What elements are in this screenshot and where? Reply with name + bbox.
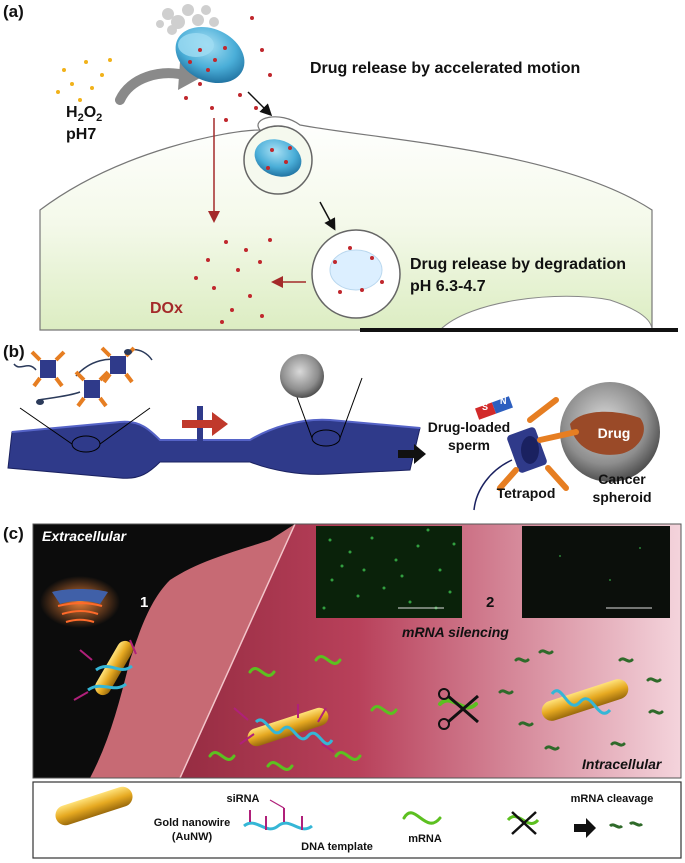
nanowire-intracellular [233, 704, 335, 753]
step-1-label: 1 [140, 594, 149, 611]
drug-label: Drug [597, 425, 631, 441]
mrna-strands [208, 655, 398, 771]
accelerated-motion-label: Drug release by accelerated motion [310, 60, 581, 77]
legend-mrna-icon [402, 811, 442, 825]
magnet-s-label: S [482, 402, 489, 412]
tetrapod-sperm [473, 396, 579, 511]
nanowire-silencing [541, 679, 629, 721]
legend-cleavage-icon [506, 811, 644, 838]
dox-dots [194, 238, 272, 324]
micromotor-free [175, 26, 245, 84]
h2o2-label: H2O2 [66, 104, 103, 125]
legend-dna-template-label: DNA template [301, 841, 373, 853]
panel-c-label: (c) [3, 524, 24, 543]
dox-label: DOx [150, 300, 183, 317]
next-step-arrow [398, 444, 426, 464]
flow-arrow [182, 412, 228, 436]
h2o2-molecules [56, 58, 112, 102]
legend-cleavage-label: mRNA cleavage [570, 793, 654, 805]
step-2-label: 2 [486, 594, 495, 611]
fuel-arrow [115, 68, 193, 105]
magnet-n-label: N [500, 396, 507, 406]
drug-loaded-label: Drug-loaded sperm [427, 419, 511, 453]
panel-b-label: (b) [3, 342, 25, 361]
cleaved-fragments [498, 649, 664, 751]
trafficking-arrow [319, 201, 336, 231]
bubble-trail [156, 4, 219, 35]
panel-a-label: (a) [3, 2, 24, 21]
lysosome-vesicle [311, 229, 401, 319]
uptake-arrow [247, 91, 273, 117]
endocytic-vesicle [243, 125, 313, 195]
legend-gold-nanowire-label: Gold nanowire (AuNW) [153, 817, 231, 843]
degradation-ph-label: pH 6.3-4.7 [410, 278, 486, 295]
legend-sirna-label: siRNA [226, 793, 260, 805]
intracellular-label: Intracellular [582, 756, 662, 772]
light-source [40, 576, 120, 628]
spheroid-small [280, 354, 324, 398]
sperm-hybrids [13, 346, 153, 408]
extracellular-label: Extracellular [42, 528, 127, 544]
legend-sirna-dna-icon [243, 799, 313, 831]
scissors-cleavage [438, 688, 479, 730]
tetrapod-label: Tetrapod [496, 485, 556, 501]
nanowire-entering [73, 639, 137, 701]
degradation-label: Drug release by degradation [410, 256, 627, 273]
ph7-label: pH7 [66, 126, 97, 143]
legend-mrna-label: mRNA [408, 833, 442, 845]
fluorescence-image-after [522, 526, 670, 618]
cell-membrane [39, 116, 678, 332]
legend-box [32, 781, 682, 859]
fluorescence-image-before [316, 526, 462, 618]
legend-gold-nanowire-icon [55, 786, 133, 826]
cancer-spheroid-label: Cancer spheroid [592, 471, 652, 505]
mrna-silencing-label: mRNA silencing [402, 624, 509, 640]
released-drug-dots [184, 16, 272, 122]
microfluidic-chip [7, 377, 421, 479]
cancer-spheroid [560, 382, 660, 482]
